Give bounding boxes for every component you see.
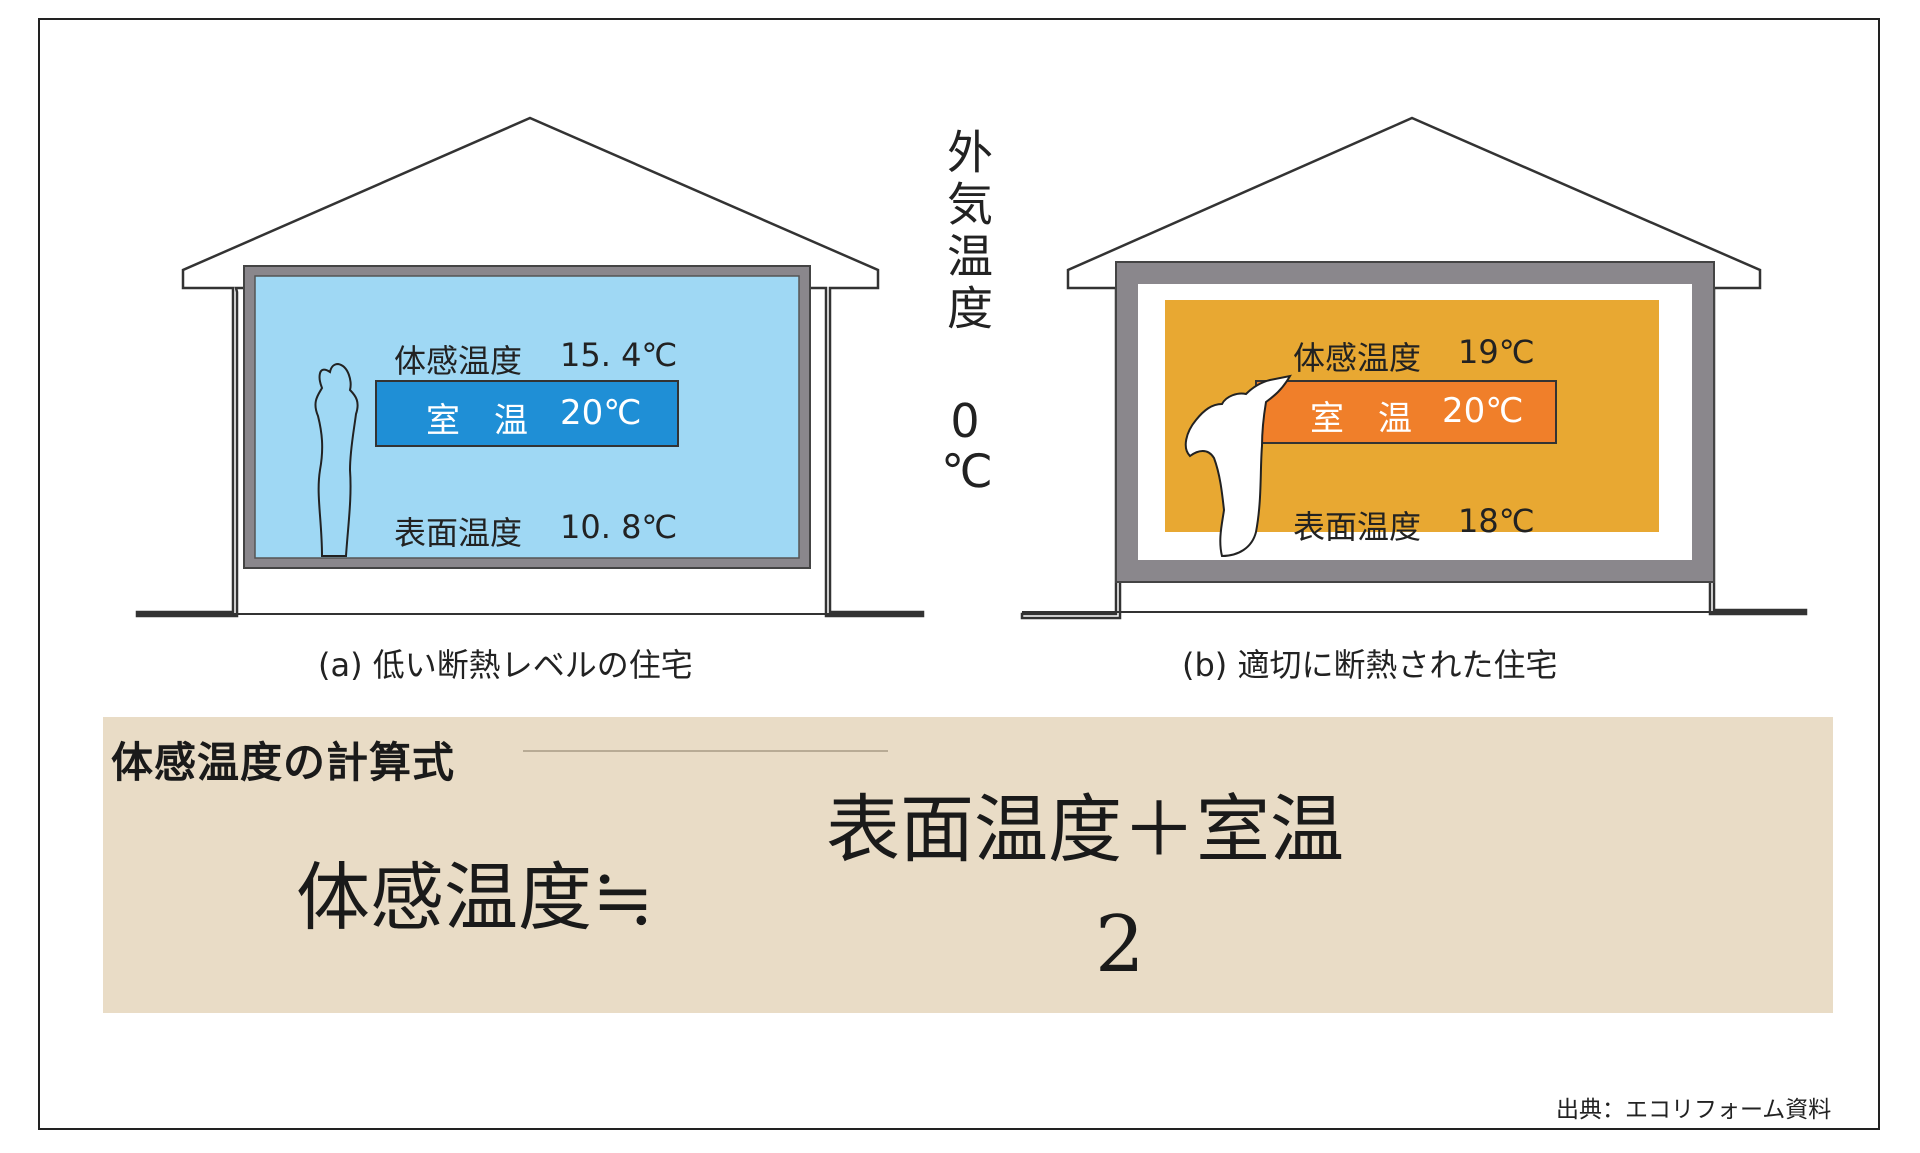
house-b-surface-value: 18℃ <box>1458 502 1535 540</box>
formula-panel: 体感温度の計算式 <box>103 717 1833 1013</box>
house-b-room-label: 室 温 <box>1310 399 1412 439</box>
house-a-room-label: 室 温 <box>426 401 528 441</box>
formula-title-rule <box>523 750 888 752</box>
house-b-surface-label: 表面温度 <box>1293 508 1422 546</box>
house-a-roof <box>135 116 925 618</box>
formula-denominator: 2 <box>1095 900 1145 990</box>
house-a-surface-value: 10. 8℃ <box>560 508 678 546</box>
formula-numerator: 表面温度＋室温 <box>826 787 1344 873</box>
house-b-drawing <box>1020 116 1808 620</box>
house-a-drawing <box>135 116 925 618</box>
house-b-felt-label: 体感温度 <box>1293 339 1422 377</box>
outside-temp-value: 0 <box>950 394 980 448</box>
house-a-room-value: 20℃ <box>560 393 642 433</box>
house-a-felt-value: 15. 4℃ <box>560 336 678 374</box>
formula-title: 体感温度の計算式 <box>111 738 456 787</box>
house-b-felt-value: 19℃ <box>1458 333 1535 371</box>
house-a-felt-label: 体感温度 <box>394 342 523 380</box>
source-credit: 出典：エコリフォーム資料 <box>1556 1097 1832 1123</box>
formula-lhs: 体感温度≒ <box>296 855 655 941</box>
outside-temp-label: 外気温度 <box>940 128 994 336</box>
person-leaning-silhouette <box>1184 374 1292 558</box>
house-a-caption: (a) 低い断熱レベルの住宅 <box>318 646 693 684</box>
house-b-room-value: 20℃ <box>1442 391 1524 431</box>
outside-temp-unit: ℃ <box>941 444 993 498</box>
house-a-surface-label: 表面温度 <box>394 514 523 552</box>
house-b-caption: (b) 適切に断熱された住宅 <box>1182 646 1558 684</box>
house-a-room-temp-bar <box>375 380 679 447</box>
person-standing-silhouette <box>314 362 359 557</box>
house-b-room-temp-bar <box>1255 380 1557 444</box>
